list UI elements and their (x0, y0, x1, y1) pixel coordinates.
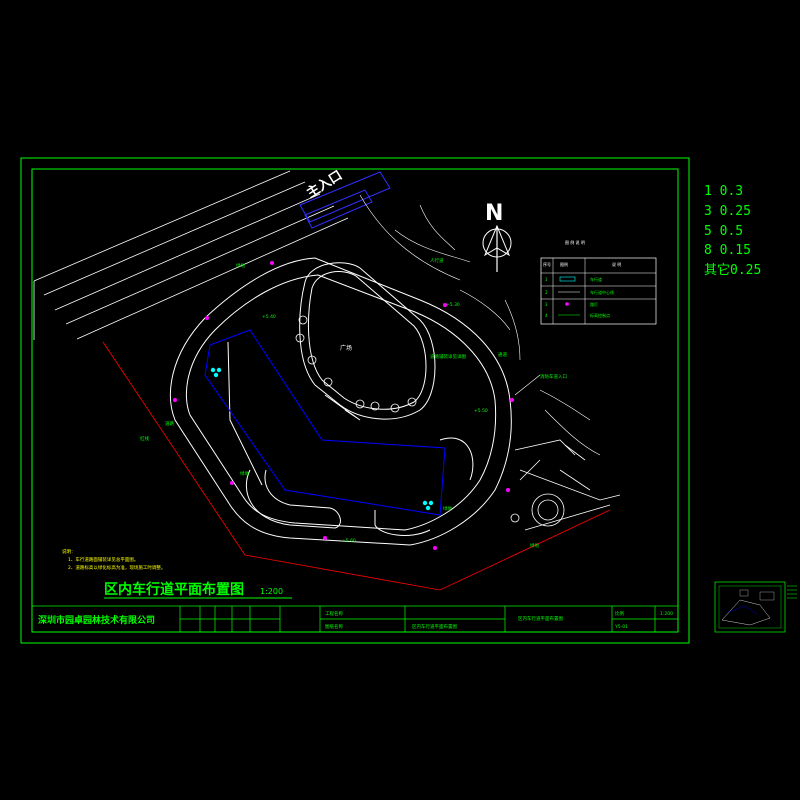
legend-row-4-no: 4 (545, 313, 548, 318)
annotations: 绿地 道路 红线 人行道 通道 绿地 道路铺装详见详图 消防车道入口 +5.30… (140, 257, 567, 549)
label-road: 道路 (165, 420, 174, 427)
east-driveway (510, 439, 621, 531)
pen-row-5: 其它0.25 (704, 262, 761, 278)
entry-note-leader (514, 374, 541, 396)
lamps (173, 261, 514, 550)
legend-col-no: 序号 (543, 261, 551, 267)
pen-row-4: 8 0.15 (704, 243, 751, 258)
legend-row-3-no: 3 (545, 302, 548, 307)
label-entry-note: 消防车道入口 (540, 373, 567, 380)
label-green-3: 绿地 (443, 505, 452, 512)
plaza-label: 广场 (340, 344, 352, 352)
entrance-label: 主入口 (304, 167, 346, 201)
label-green-2: 绿地 (530, 542, 539, 549)
label-road-2: 通道 (498, 351, 507, 358)
driveway-ring (169, 257, 512, 546)
tb-drawing-name: 区内车行道平面布置图 (412, 623, 457, 630)
pen-row-2: 3 0.25 (704, 204, 751, 219)
notes-line-2: 2、道路标高以绿化标高为准，现场施工时调整。 (68, 564, 165, 571)
notes-heading: 说明： (62, 548, 76, 555)
elev-3: +5.60 (342, 538, 356, 544)
legend-table: 图 例 说 明 序号 图例 说 明 1 车行道 2 车行道中心线 3 路灯 4 … (540, 239, 657, 325)
legend-row-2-desc: 车行道中心线 (590, 289, 614, 295)
main-road-strip (33, 170, 349, 340)
pen-table: 1 0.3 3 0.25 5 0.5 8 0.15 其它0.25 (704, 184, 761, 278)
plaza-trees (295, 315, 417, 413)
legend-col-desc: 说 明 (612, 261, 621, 267)
drawing-title: 区内车行道平面布置图 (104, 581, 244, 598)
tb-project-label: 工程名称 (325, 610, 343, 617)
northeast-landscape (359, 194, 601, 456)
label-green-4: 绿地 (240, 470, 249, 477)
drawing-scale: 1:200 (260, 587, 283, 596)
plaza (299, 262, 436, 421)
title-block-text: 工程名称 图纸名称 区内车行道平面布置图 区内车行道平面布置图 比例 1:200… (325, 610, 673, 630)
tb-drawing-name-2: 区内车行道平面布置图 (518, 615, 563, 622)
tb-sheet-no: Y5-01 (614, 624, 628, 630)
elev-1: +5.30 (446, 302, 460, 308)
legend-row-4-desc: 标高控制点 (590, 312, 610, 318)
entrance-gate (299, 171, 391, 229)
outer-frame (20, 157, 690, 644)
pen-row-3: 5 0.5 (704, 224, 743, 239)
north-letter: N (485, 201, 503, 226)
lower-driveway (245, 469, 431, 536)
elev-4: +5.40 (262, 314, 276, 320)
legend-header: 图 例 说 明 (565, 239, 585, 245)
property-boundary (102, 341, 611, 591)
tb-scale-value: 1:200 (660, 611, 673, 617)
company-name: 深圳市园卓园林技术有限公司 (38, 614, 155, 626)
tb-drawing-label: 图纸名称 (325, 623, 343, 630)
north-arrow: N (482, 201, 512, 272)
label-green: 绿地 (236, 262, 245, 269)
title-block (31, 605, 679, 633)
legend-row-1-no: 1 (545, 277, 548, 282)
label-boundary: 红线 (140, 435, 149, 442)
building-outline (204, 329, 446, 516)
label-plaza-note: 道路铺装详见详图 (430, 353, 466, 360)
pen-row-1: 1 0.3 (704, 184, 743, 199)
notes: 说明： 1、车行道路面铺装详见总平面图。 2、道路标高以绿化标高为准，现场施工时… (62, 548, 165, 571)
label-sidewalk: 人行道 (430, 257, 444, 264)
legend-row-3-desc: 路灯 (590, 301, 598, 307)
tb-scale-label: 比例 (615, 610, 624, 617)
building-markers (210, 367, 434, 511)
elev-2: +5.50 (474, 408, 488, 414)
thumbnail-preview (714, 581, 797, 633)
legend-row-1-desc: 车行道 (590, 276, 602, 282)
legend-col-symbol: 图例 (560, 261, 568, 267)
notes-line-1: 1、车行道路面铺装详见总平面图。 (68, 556, 138, 563)
legend-row-2-no: 2 (545, 290, 548, 295)
